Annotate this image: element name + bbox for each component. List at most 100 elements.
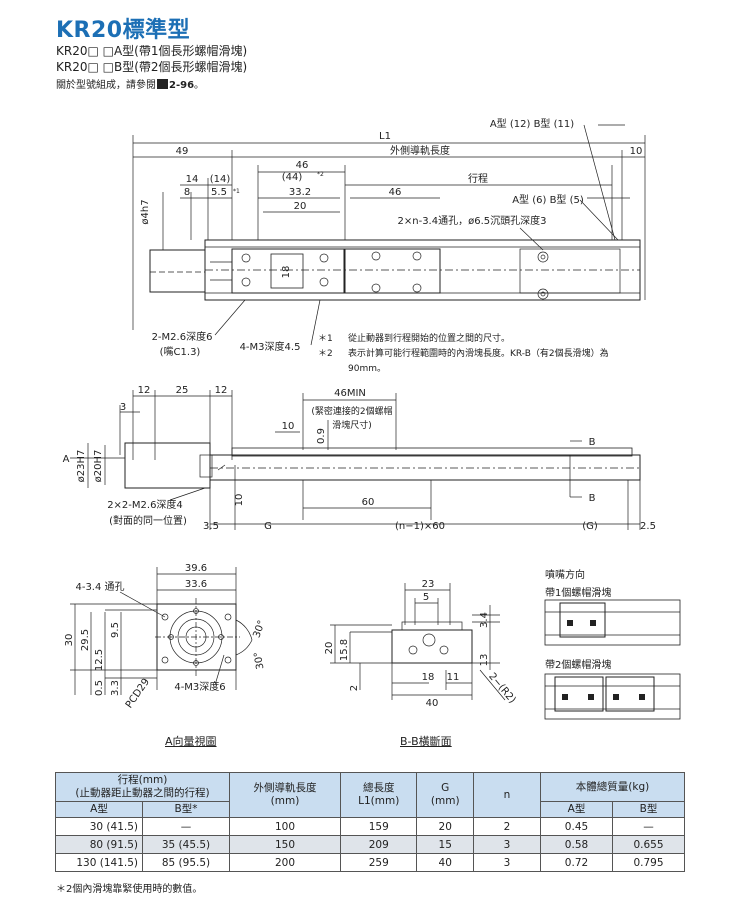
m26-note: 2-M2.6深度6 — [152, 330, 213, 343]
dim-12-b: 12 — [215, 385, 228, 396]
mass-b-cell: 0.655 — [612, 835, 685, 854]
mass-a-header: A型 — [540, 801, 613, 818]
rail-cell: 200 — [228, 853, 342, 872]
dim-2-5: 2.5 — [640, 521, 656, 532]
total-header: 總長度 L1(mm) — [340, 772, 418, 818]
label-b-top: B — [589, 437, 596, 448]
n-cell: 3 — [473, 853, 541, 872]
dim-49: 49 — [176, 146, 189, 157]
stroke-header-label: 行程(mm) — [117, 774, 168, 786]
total-header-label: 總長度 — [362, 782, 395, 794]
label-b-bottom: B — [589, 493, 596, 504]
note1-mark-a: *1 — [233, 188, 240, 195]
dim-g-right: (G) — [582, 521, 598, 532]
total-cell: 259 — [340, 853, 418, 872]
dim-10-side: 10 — [282, 421, 295, 432]
dim-l1: L1 — [379, 131, 391, 142]
dim-12-5: 12.5 — [94, 649, 105, 671]
dim-phi20: ø20H7 — [93, 450, 104, 483]
rail-header-label: 外側導軌長度 — [253, 782, 317, 794]
m3-depth-note: 4-M3深度6 — [174, 680, 225, 693]
model-a-line: KR20□ □A型(帶1個長形螺帽滑塊) — [56, 44, 248, 58]
dim-3-5: 3.5 — [203, 521, 219, 532]
nozzle-one-label: 帶1個螺帽滑塊 — [545, 586, 611, 599]
dim-23: 23 — [422, 579, 435, 590]
g-header-label: G — [441, 782, 450, 794]
dim-n-60: (n−1)×60 — [395, 521, 445, 532]
min-note-1: (緊密連接的2個螺帽 — [311, 405, 392, 417]
n-cell: 3 — [473, 835, 541, 854]
total-cell: 209 — [340, 835, 418, 854]
mass-a-cell: 0.45 — [540, 817, 613, 836]
model-b-line: KR20□ □B型(帶2個長形螺帽滑塊) — [56, 60, 248, 74]
dim-8: 8 — [184, 187, 190, 198]
table-row: 30 (41.5) — 100 159 20 2 0.45 — — [55, 817, 685, 836]
dim-5: 5 — [423, 592, 429, 603]
pcd-29: PCD29 — [124, 677, 152, 711]
angle-30-b: 30° — [253, 651, 267, 670]
rail-header: 外側導軌長度 (mm) — [228, 772, 342, 818]
g-cell: 20 — [416, 817, 474, 836]
label-a: A — [63, 454, 70, 465]
c13-note: (嘴C1.3) — [160, 346, 201, 358]
n-cell: 2 — [473, 817, 541, 836]
dim-10-top: 10 — [630, 146, 643, 157]
dim-39-6: 39.6 — [185, 563, 207, 574]
dim-11: 11 — [447, 672, 460, 683]
g-cell: 40 — [416, 853, 474, 872]
dim-18-b: 18 — [422, 672, 435, 683]
dim-phi4h7: ø4h7 — [140, 199, 151, 224]
ab-type-top: A型 (12) B型 (11) — [490, 117, 574, 130]
stroke-b-cell: 85 (95.5) — [142, 853, 230, 872]
angle-30-a: 30° — [251, 619, 267, 639]
dim-18-top: 18 — [281, 266, 292, 279]
dim-3-3: 3.3 — [110, 680, 121, 696]
note2-text: 表示計算可能行程範圍時的內滑塊長度。KR-B（有2個長滑塊）為 — [348, 347, 609, 359]
rail-cell: 150 — [228, 835, 342, 854]
dim-46-b: 46 — [389, 187, 402, 198]
dim-5-5: 5.5 — [211, 187, 227, 198]
dim-9-5: 9.5 — [110, 622, 121, 638]
dim-0-5: 0.5 — [94, 680, 105, 696]
min-note-2: 滑塊尺寸) — [332, 419, 372, 431]
total-cell: 159 — [340, 817, 418, 836]
hole-4-note: 4-3.4 通孔 — [75, 581, 124, 593]
dim-46-top: 46 — [296, 160, 309, 171]
mass-b-cell: 0.795 — [612, 853, 685, 872]
m26-side-note: 2×2-M2.6深度4 — [107, 498, 183, 511]
g-header-unit: (mm) — [430, 795, 460, 807]
rail-header-unit: (mm) — [270, 795, 300, 807]
table-row: 80 (91.5) 35 (45.5) 150 209 15 3 0.58 0.… — [55, 835, 685, 854]
mass-b-cell: — — [612, 817, 685, 836]
dim-60: 60 — [362, 497, 375, 508]
page-title: KR20標準型 — [56, 18, 191, 43]
dim-3: 3 — [120, 402, 126, 413]
dim-20-b: 20 — [324, 642, 335, 655]
total-header-unit: L1(mm) — [358, 795, 400, 807]
dim-40: 40 — [426, 698, 439, 709]
reference-text: 關於型號組成，請參閱 — [56, 80, 156, 91]
stroke-a-cell: 80 (91.5) — [55, 835, 143, 854]
page-ref-icon — [157, 79, 168, 89]
stroke-header-sub: (止動器距止動器之間的行程) — [75, 787, 210, 799]
dim-14-paren: (14) — [210, 174, 231, 185]
m3-note: 4-M3深度4.5 — [240, 340, 301, 353]
note2-mark-a: *2 — [317, 171, 324, 178]
note2-mark: ＊2 — [318, 349, 333, 359]
g-cell: 15 — [416, 835, 474, 854]
same-position-note: (對面的同一位置) — [109, 514, 187, 527]
dim-14: 14 — [186, 174, 199, 185]
table-footnote: ＊2個內滑塊靠緊使用時的數值。 — [56, 884, 203, 895]
reference-page[interactable]: 2-96 — [169, 80, 195, 91]
dim-33-6: 33.6 — [185, 579, 207, 590]
view-a-caption: A向量視圖 — [165, 735, 217, 748]
dim-phi23: ø23H7 — [76, 450, 87, 483]
dim-25: 25 — [176, 385, 189, 396]
note2-text-b: 90mm。 — [348, 364, 386, 374]
dim-2: 2 — [349, 685, 360, 691]
stroke-header: 行程(mm) (止動器距止動器之間的行程) — [55, 772, 230, 802]
dim-12-a: 12 — [138, 385, 151, 396]
stroke-a-cell: 30 (41.5) — [55, 817, 143, 836]
dim-15-8: 15.8 — [339, 639, 350, 661]
dim-30: 30 — [64, 634, 75, 647]
